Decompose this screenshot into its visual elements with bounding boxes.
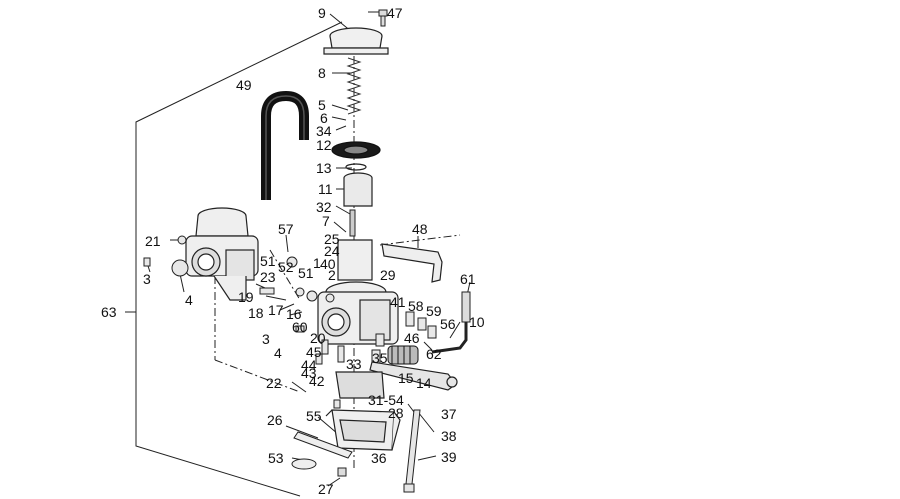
lever-part-15 <box>369 361 458 391</box>
callout-22: 22 <box>266 375 282 391</box>
callout-45: 45 <box>306 344 322 360</box>
callout-26: 26 <box>267 412 283 428</box>
callout-1: 1 <box>313 255 321 271</box>
callout-52: 52 <box>278 259 294 275</box>
float-bowl-part-36 <box>325 409 401 451</box>
callout-37: 37 <box>441 406 457 422</box>
callout-34: 34 <box>316 123 332 139</box>
callout-12: 12 <box>316 137 332 153</box>
callout-51b: 51 <box>298 265 314 281</box>
callout-46: 46 <box>404 330 420 346</box>
callout-47: 47 <box>387 5 403 21</box>
callout-35: 35 <box>372 350 388 366</box>
callout-53: 53 <box>268 450 284 466</box>
callout-61: 61 <box>460 271 476 287</box>
callout-7: 7 <box>322 213 330 229</box>
callout-33: 33 <box>346 356 362 372</box>
cover-part-9 <box>323 27 389 55</box>
callout-6: 6 <box>320 110 328 126</box>
callout-29: 29 <box>380 267 396 283</box>
callout-3b: 3 <box>262 331 270 347</box>
screw-part-27 <box>337 467 347 477</box>
callout-23: 23 <box>260 269 276 285</box>
callout-15: 15 <box>398 370 414 386</box>
diaphragm-part-12 <box>331 141 381 159</box>
front-carburetor <box>317 239 399 345</box>
gasket-part-26 <box>293 431 353 459</box>
rod-part-39 <box>403 409 421 493</box>
callout-55: 55 <box>306 408 322 424</box>
callout-38: 38 <box>441 428 457 444</box>
callout-59: 59 <box>426 303 442 319</box>
callout-24: 24 <box>324 243 340 259</box>
callout-62: 62 <box>426 346 442 362</box>
callout-60: 60 <box>292 319 308 335</box>
callout-13: 13 <box>316 160 332 176</box>
callout-27: 27 <box>318 481 334 497</box>
callout-41: 41 <box>390 294 406 310</box>
callout-39: 39 <box>441 449 457 465</box>
callout-57: 57 <box>278 221 294 237</box>
callout-48: 48 <box>412 221 428 237</box>
callout-20: 20 <box>310 330 326 346</box>
spring-part-8 <box>346 57 362 115</box>
callout-40: 40 <box>320 256 336 272</box>
bracket-part-48 <box>381 243 443 283</box>
rear-carburetor <box>185 207 259 301</box>
callout-51a: 51 <box>260 253 276 269</box>
float-part-33 <box>335 371 385 399</box>
callout-49: 49 <box>236 77 252 93</box>
callout-11: 11 <box>318 181 333 197</box>
callout-9: 9 <box>318 5 326 21</box>
callout-19: 19 <box>238 289 254 305</box>
callout-5: 5 <box>318 97 326 113</box>
callout-3a: 3 <box>143 271 151 287</box>
callout-2: 2 <box>328 267 336 283</box>
leader-lines <box>147 11 471 487</box>
cable-end-part-61 <box>461 291 471 323</box>
callout-14: 14 <box>416 375 432 391</box>
callout-21: 21 <box>145 233 161 249</box>
callout-28: 28 <box>388 405 404 421</box>
callout-25: 25 <box>324 231 340 247</box>
callout-10: 10 <box>469 314 485 330</box>
screw-part-47 <box>378 9 388 27</box>
bracket-63-lines <box>125 21 343 497</box>
small-parts <box>143 235 437 409</box>
callout-17: 17 <box>268 302 284 318</box>
callout-4a: 4 <box>185 292 193 308</box>
callout-18: 18 <box>248 305 264 321</box>
callout-4b: 4 <box>274 345 282 361</box>
callout-58: 58 <box>408 298 424 314</box>
boot-part-62 <box>387 345 419 365</box>
ring-part-13 <box>345 163 367 171</box>
callout-44: 44 <box>301 357 317 373</box>
callout-63: 63 <box>101 304 117 320</box>
callout-8: 8 <box>318 65 326 81</box>
callout-32: 32 <box>316 199 332 215</box>
callout-31-54: 31-54 <box>368 392 404 408</box>
callout-42: 42 <box>309 373 325 389</box>
slide-part-11 <box>343 172 373 207</box>
callout-56: 56 <box>440 316 456 332</box>
callout-43: 43 <box>301 365 317 381</box>
needle-part-32 <box>349 209 356 237</box>
callout-16: 16 <box>286 306 302 322</box>
callout-36: 36 <box>371 450 387 466</box>
plate-part-53 <box>291 458 317 470</box>
